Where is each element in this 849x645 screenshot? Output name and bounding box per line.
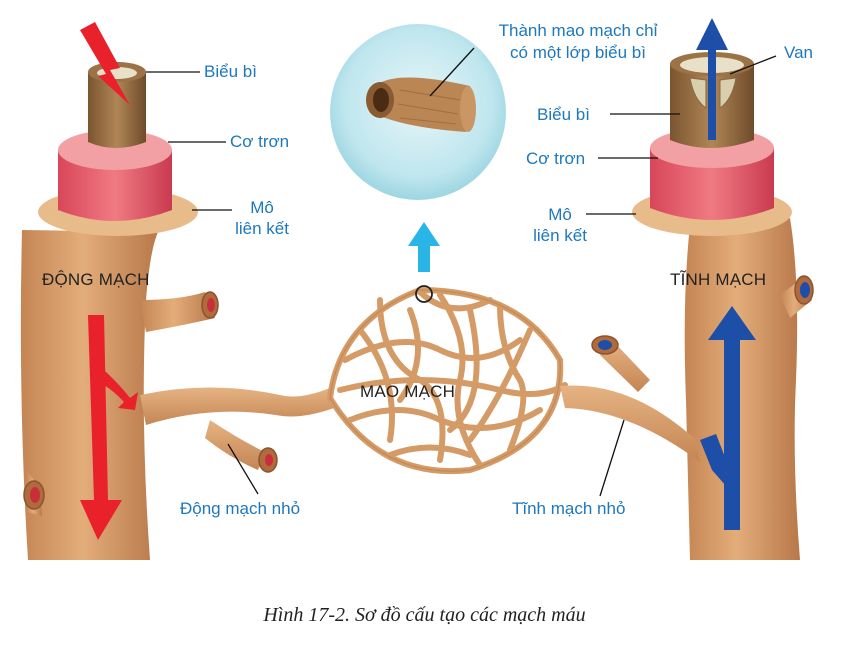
capillary-wall-label-1: Thành mao mạch chỉ [498,21,658,40]
figure-caption: Hình 17-2. Sơ đồ cấu tạo các mạch máu [263,604,586,626]
vein-smooth-muscle-label: Cơ trơn [526,149,586,168]
arteriole-label: Động mạch nhỏ [180,499,301,518]
vein-illustration [560,18,814,560]
artery-connective-label-2: liên kết [235,219,289,238]
artery-flow-arrow-bottom [80,315,122,540]
vein-title: TĨNH MẠCH [670,270,767,289]
capillary-magnifier [330,24,506,200]
vein-connective-label-2: liên kết [533,226,587,245]
arteriole-vessel [140,387,334,425]
vein-valve [689,77,737,109]
vein-flow-arrow-bottom [708,306,756,530]
artery-epidermis-layer [88,72,146,148]
capillary-magnify-marker [415,285,433,303]
artery-flow-arrow-top [80,22,130,105]
artery-illustration [20,22,334,560]
artery-smooth-muscle-label: Cơ trơn [230,132,290,151]
vein-flow-arrow-top [696,18,728,140]
venule-vessel [560,385,700,462]
vein-valve-label: Van [784,43,813,62]
vein-epidermis-label: Biểu bì [537,105,590,124]
venule-label: Tĩnh mạch nhỏ [512,499,626,518]
vein-smooth-muscle-layer [650,148,774,220]
capillary-arrow [408,222,440,272]
artery-smooth-muscle-layer [58,150,172,221]
artery-epidermis-label: Biểu bì [204,62,257,81]
capillary-wall-label-2: có một lớp biểu bì [510,43,646,62]
leader-lines [146,47,777,497]
artery-branch-upper [140,292,215,332]
vein-connective-label-1: Mô [548,205,572,224]
artery-trunk [20,230,158,560]
artery-title: ĐỘNG MẠCH [42,270,150,289]
artery-connective-label-1: Mô [250,198,274,217]
capillary-title: MAO MẠCH [360,382,456,401]
vein-trunk [684,218,800,560]
